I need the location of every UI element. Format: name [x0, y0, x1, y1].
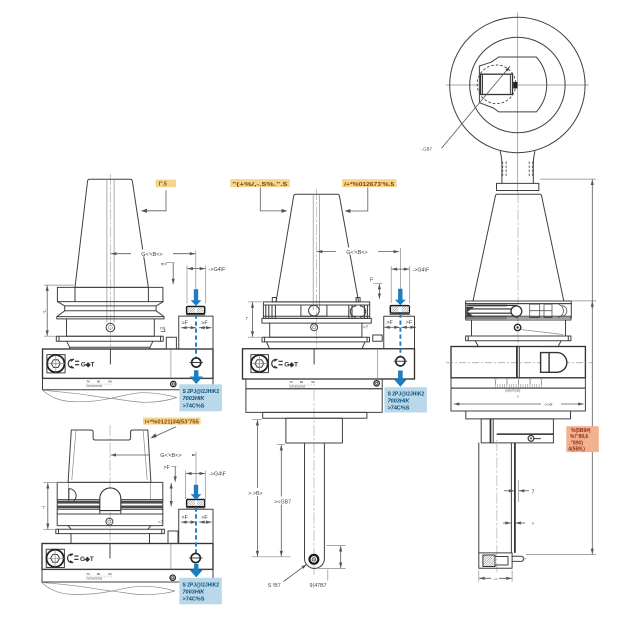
svg-text:>F: >F: [201, 321, 208, 327]
svg-text:F: F: [370, 278, 374, 284]
svg-text:≈7: ≈7: [158, 519, 163, 524]
svg-text:4(5B9,): 4(5B9,): [568, 447, 585, 453]
svg-text:90: 90: [108, 572, 112, 576]
svg-text:0: 0: [518, 376, 520, 380]
svg-text:'7: '7: [42, 505, 46, 510]
svg-text:>F: >F: [182, 321, 189, 327]
svg-text:7003HIK: 7003HIK: [183, 396, 206, 402]
svg-text:."89#): ."89#): [569, 440, 583, 446]
svg-text:-'L: -'L: [42, 309, 47, 314]
svg-text:->G4\F: ->G4\F: [209, 472, 227, 478]
svg-text:%!"89,6: %!"89,6: [570, 434, 588, 440]
svg-text:80: 80: [97, 572, 101, 576]
svg-text:S !B7: S !B7: [268, 583, 281, 589]
svg-text:90: 90: [311, 380, 315, 384]
svg-text:-.GB7: -.GB7: [421, 147, 433, 152]
svg-text:S 2PJ@\2JHIK2: S 2PJ@\2JHIK2: [183, 582, 220, 588]
svg-text:>74C%S: >74C%S: [183, 597, 205, 603]
svg-text:/+*%012673'%.5: /+*%012673'%.5: [344, 182, 394, 188]
svg-text:9(47B7: 9(47B7: [310, 583, 327, 589]
svg-text:G<'<B<>: G<'<B<>: [141, 252, 162, 258]
svg-text:>F: >F: [406, 320, 413, 326]
svg-text:S 2PJ@\2JHIK2: S 2PJ@\2JHIK2: [388, 391, 425, 397]
svg-text:I".5: I".5: [159, 182, 167, 188]
svg-text:−»: −»: [493, 576, 499, 581]
svg-text:7: 7: [246, 316, 249, 321]
svg-text:o: o: [517, 394, 519, 398]
svg-text:70: 70: [289, 380, 293, 384]
svg-text:G<'<B<>: G<'<B<>: [160, 453, 181, 459]
svg-text:>74C%S: >74C%S: [183, 403, 205, 409]
svg-text:"(+%/,-.5%.".5: "(+%/,-.5%.".5: [232, 182, 287, 188]
svg-text:lahoutamal: lahoutamal: [290, 385, 306, 389]
svg-text:7003HIK: 7003HIK: [183, 590, 206, 596]
svg-text:G◆T: G◆T: [284, 361, 298, 368]
svg-text:>F: >F: [163, 465, 170, 471]
svg-text:G<'<B<>: G<'<B<>: [346, 250, 367, 256]
svg-text:->G4\F: ->G4\F: [209, 267, 227, 273]
svg-text:lahoutamal: lahoutamal: [87, 576, 103, 580]
svg-text:G◆T: G◆T: [81, 361, 95, 368]
svg-text:>F: >F: [201, 515, 208, 521]
svg-text:10: 10: [505, 376, 509, 380]
svg-text:>7: >7: [363, 324, 369, 329]
svg-text:>: >: [532, 521, 535, 526]
svg-text:>F: >F: [182, 515, 189, 521]
svg-text:|ab|utb|da|: |ab|utb|da|: [505, 389, 520, 393]
svg-text:m!: m!: [160, 326, 165, 331]
svg-text:20: 20: [540, 376, 544, 380]
svg-text:7: 7: [532, 489, 535, 495]
svg-text:S 2PJ@\2JHIK2: S 2PJ@\2JHIK2: [183, 389, 220, 395]
svg-text:->G4\F: ->G4\F: [412, 267, 430, 273]
svg-text:>.>B>: >.>B>: [248, 491, 262, 497]
svg-text:->»#: ->»#: [544, 402, 553, 407]
svg-text:70: 70: [86, 380, 90, 384]
svg-text:80: 80: [300, 380, 304, 384]
svg-text:/+*%0121)34(53'755: /+*%0121)34(53'755: [145, 419, 199, 425]
svg-text:7003HIK: 7003HIK: [388, 398, 411, 404]
svg-text:G◆T: G◆T: [80, 556, 94, 563]
svg-text:>F: >F: [386, 320, 393, 326]
svg-text:80: 80: [97, 380, 101, 384]
svg-text:10: 10: [529, 376, 533, 380]
svg-text:lahoutamal: lahoutamal: [87, 384, 103, 388]
svg-text:20: 20: [494, 376, 498, 380]
svg-text:90: 90: [108, 380, 112, 384]
svg-text:%(5B9#|: %(5B9#|: [571, 428, 591, 434]
svg-text:>74C%S: >74C%S: [388, 405, 410, 411]
svg-text:m<: m<: [161, 261, 168, 266]
svg-text:70: 70: [86, 572, 90, 576]
svg-text:><GB7: ><GB7: [274, 499, 291, 505]
